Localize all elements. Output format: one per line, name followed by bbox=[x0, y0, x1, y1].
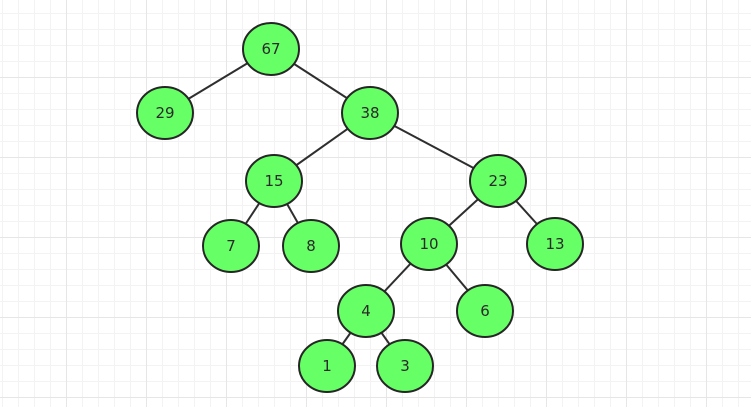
node-circle bbox=[245, 154, 303, 208]
node-circle bbox=[136, 86, 194, 140]
tree-node-8: 8 bbox=[282, 219, 340, 273]
node-circle bbox=[202, 219, 260, 273]
tree-node-38: 38 bbox=[341, 86, 399, 140]
node-circle bbox=[400, 217, 458, 271]
node-label: 1 bbox=[322, 357, 332, 375]
tree-node-7: 7 bbox=[202, 219, 260, 273]
node-label: 8 bbox=[306, 237, 316, 255]
node-circle bbox=[376, 339, 434, 393]
node-label: 6 bbox=[480, 302, 490, 320]
tree-node-10: 10 bbox=[400, 217, 458, 271]
node-label: 23 bbox=[488, 172, 507, 190]
node-circle bbox=[298, 339, 356, 393]
node-circle bbox=[282, 219, 340, 273]
node-circle bbox=[469, 154, 527, 208]
node-circle bbox=[341, 86, 399, 140]
node-label: 7 bbox=[226, 237, 236, 255]
node-label: 15 bbox=[264, 172, 283, 190]
node-circle bbox=[242, 22, 300, 76]
tree-node-1: 1 bbox=[298, 339, 356, 393]
tree-node-4: 4 bbox=[337, 284, 395, 338]
node-circle bbox=[337, 284, 395, 338]
node-circle bbox=[526, 217, 584, 271]
tree-node-29: 29 bbox=[136, 86, 194, 140]
node-label: 4 bbox=[361, 302, 371, 320]
tree-node-67: 67 bbox=[242, 22, 300, 76]
tree-node-6: 6 bbox=[456, 284, 514, 338]
node-label: 67 bbox=[261, 40, 280, 58]
tree-node-15: 15 bbox=[245, 154, 303, 208]
node-label: 13 bbox=[545, 235, 564, 253]
node-label: 10 bbox=[419, 235, 438, 253]
node-label: 29 bbox=[155, 104, 174, 122]
tree-node-13: 13 bbox=[526, 217, 584, 271]
node-label: 3 bbox=[400, 357, 410, 375]
node-label: 38 bbox=[360, 104, 379, 122]
tree-node-23: 23 bbox=[469, 154, 527, 208]
node-circle bbox=[456, 284, 514, 338]
tree-node-3: 3 bbox=[376, 339, 434, 393]
